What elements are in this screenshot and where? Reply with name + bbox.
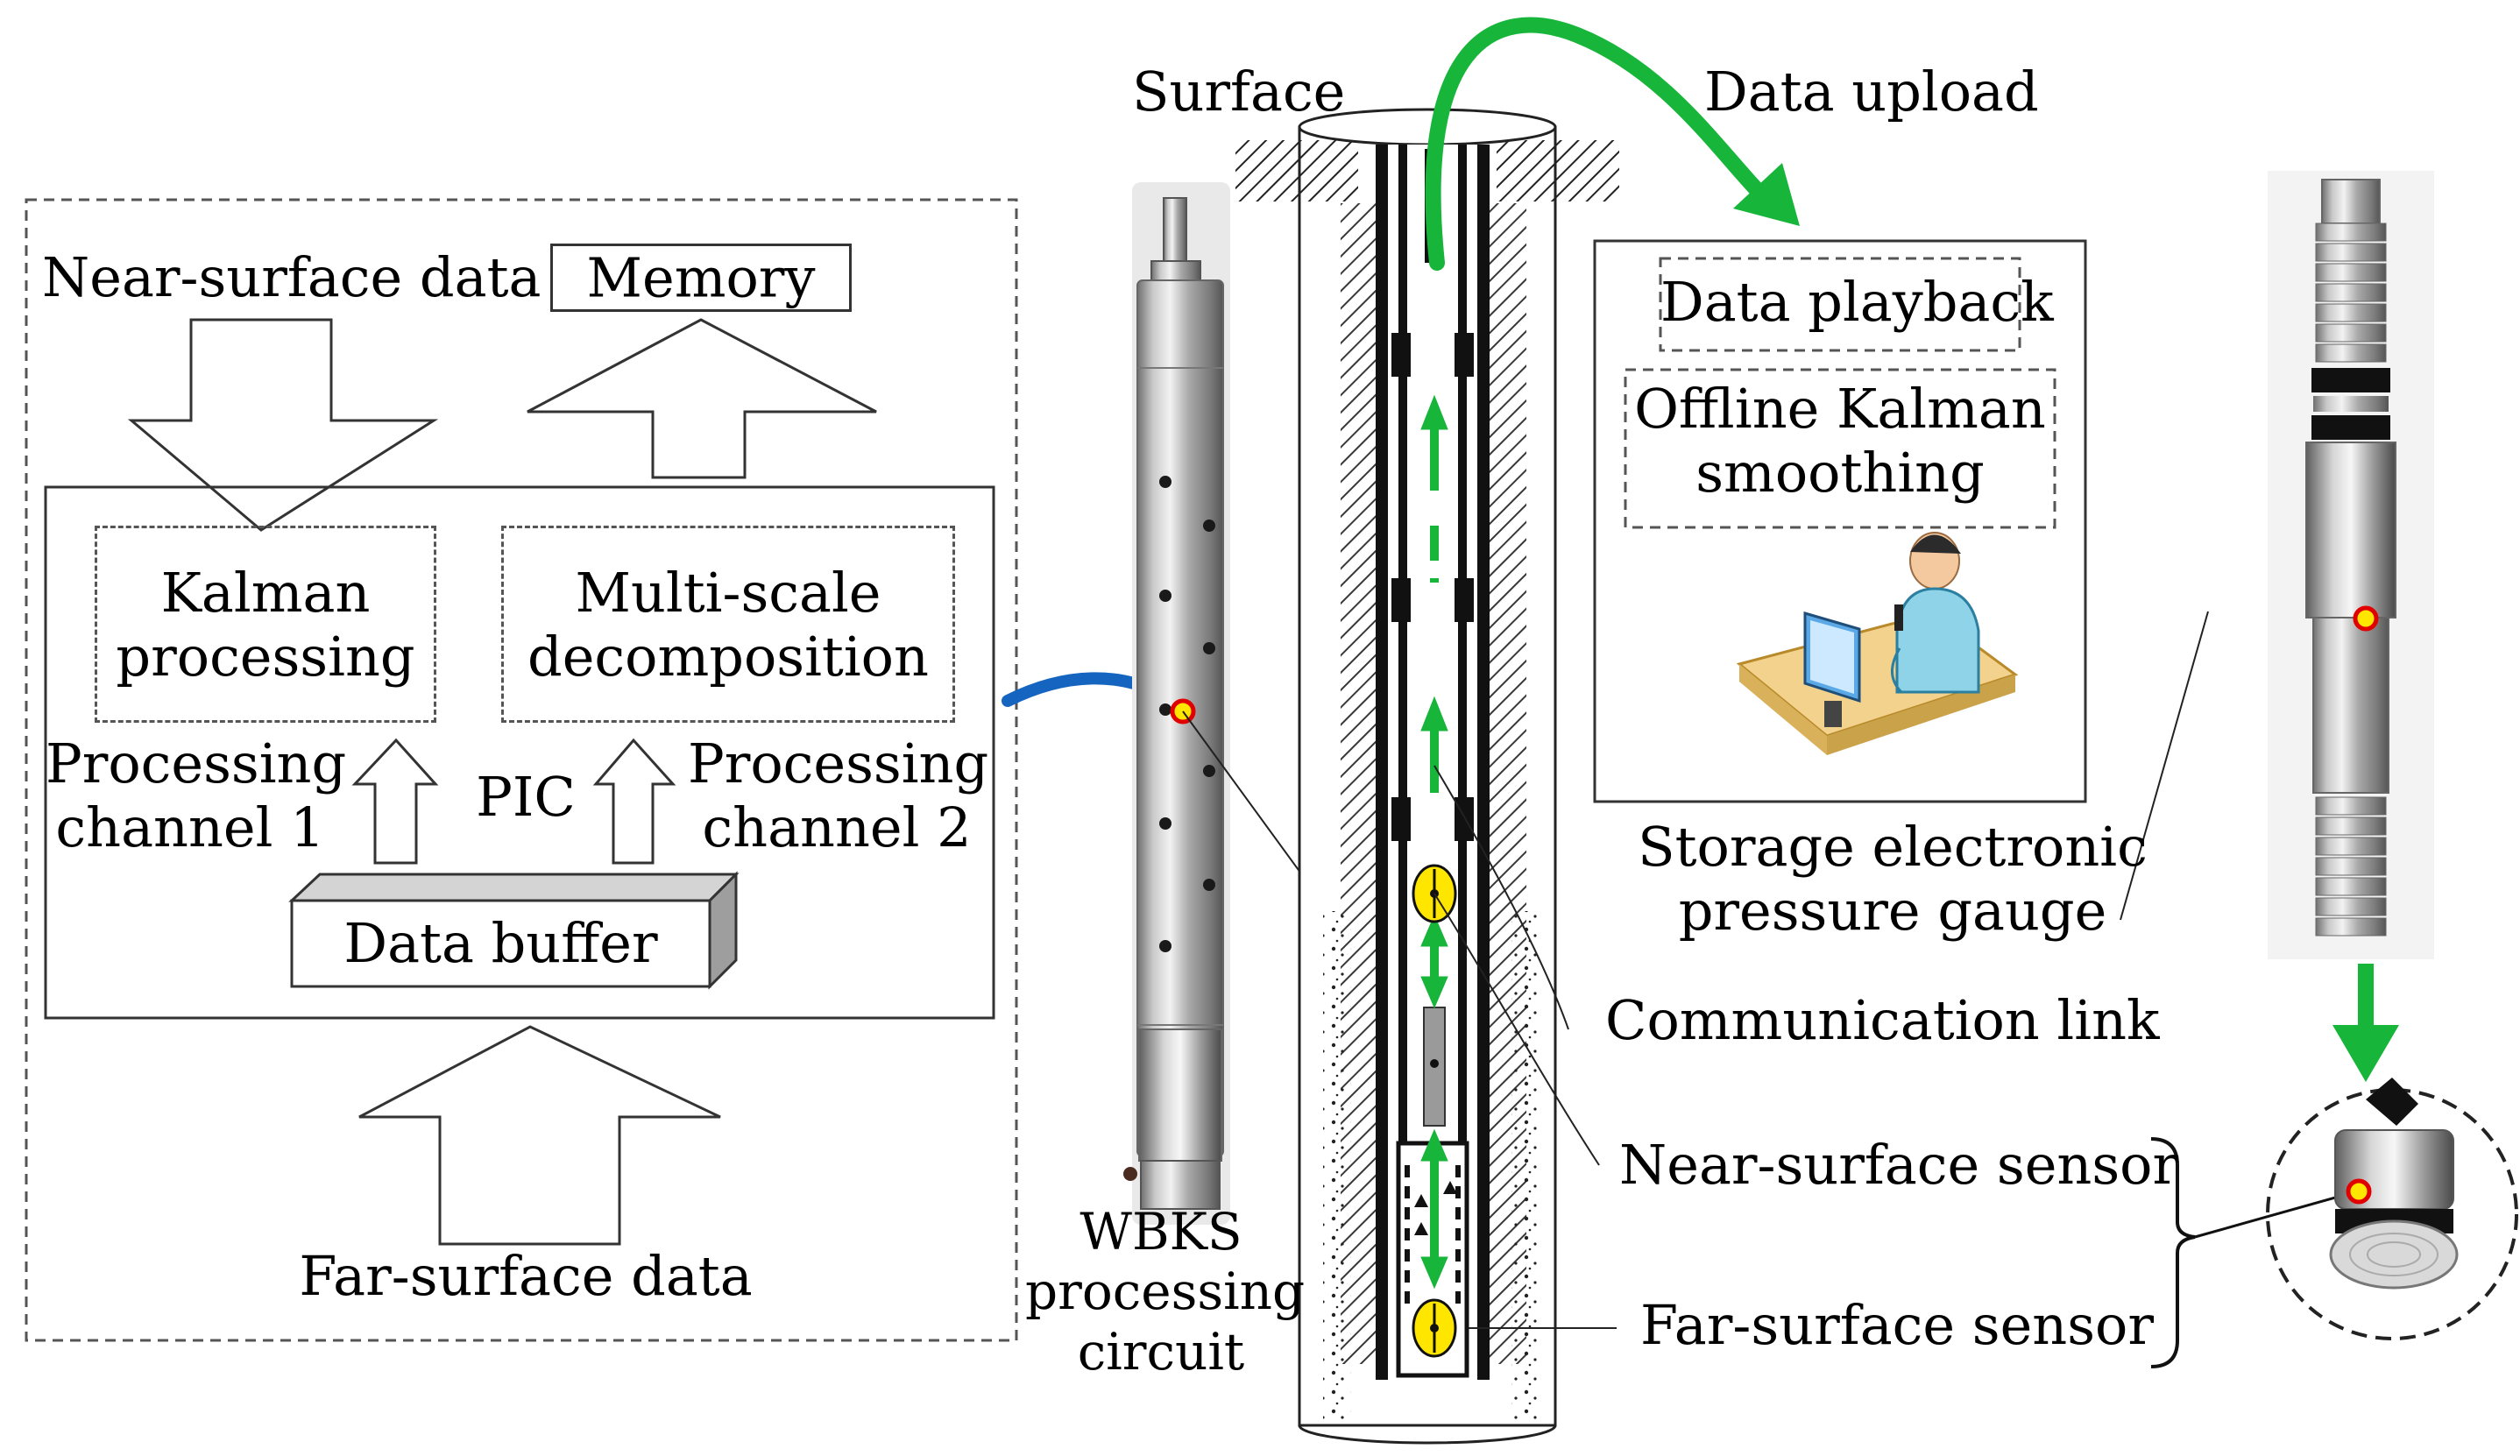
wbks-caption: WBKS processing circuit: [1025, 1202, 1306, 1382]
data-playback-label: Data playback: [1660, 270, 2054, 334]
processing-channel-2-label: Processing channel 2: [688, 732, 989, 860]
data-playback-box: [1659, 257, 2021, 352]
gauge-down-arrow: [2332, 1025, 2399, 1082]
data-buffer-front: [290, 899, 711, 988]
near-surface-data-label: Near-surface data: [42, 245, 542, 309]
near-surface-sensor-label: Near-surface sensor: [1619, 1133, 2179, 1197]
data-upload-arrow: [1425, 17, 1769, 271]
data-buffer-label: Data buffer: [343, 911, 658, 975]
data-upload-label: Data upload: [1704, 60, 2039, 124]
far-surface-sensor-label: Far-surface sensor: [1640, 1293, 2155, 1357]
pressure-gauge-photo: [2268, 171, 2434, 959]
kalman-processing-box: Kalman processing: [95, 526, 436, 723]
left-panel-frame: [25, 198, 1018, 1342]
channel2-up-arrow: [592, 738, 676, 865]
well-flow-arrows: [1420, 394, 1448, 1290]
far-surface-data-label: Far-surface data: [299, 1244, 753, 1308]
processing-channel-1-label: Processing channel 1: [46, 732, 347, 860]
multiscale-decomposition-box: Multi-scale decomposition: [501, 526, 955, 723]
memory-label: Memory: [586, 245, 816, 310]
gauge-sensor-marker: [2353, 605, 2379, 632]
kalman-line2: processing: [116, 624, 415, 689]
far-surface-up-arrow: [358, 1025, 721, 1246]
memory-box: Memory: [550, 244, 852, 312]
sensor-closeup-circle: [2266, 1088, 2518, 1340]
pic-label: PIC: [476, 765, 576, 829]
channel1-up-arrow: [351, 738, 439, 865]
storage-gauge-label: Storage electronic pressure gauge: [1638, 815, 2148, 944]
data-buffer-top: [288, 873, 740, 902]
operator-workstation-illustration: [1736, 532, 2019, 755]
multiscale-line1: Multi-scale: [575, 560, 881, 625]
surface-label: Surface: [1132, 60, 1346, 124]
offline-kalman-box: [1624, 368, 2056, 529]
communication-link-label: Communication link: [1605, 988, 2160, 1052]
memory-up-arrow: [527, 318, 877, 479]
kalman-line1: Kalman: [160, 560, 371, 625]
closeup-sensor-marker: [2346, 1178, 2372, 1205]
multiscale-line2: decomposition: [527, 624, 929, 689]
offline-kalman-label: Offline Kalman smoothing: [1634, 377, 2046, 505]
near-surface-down-arrow: [127, 318, 439, 532]
